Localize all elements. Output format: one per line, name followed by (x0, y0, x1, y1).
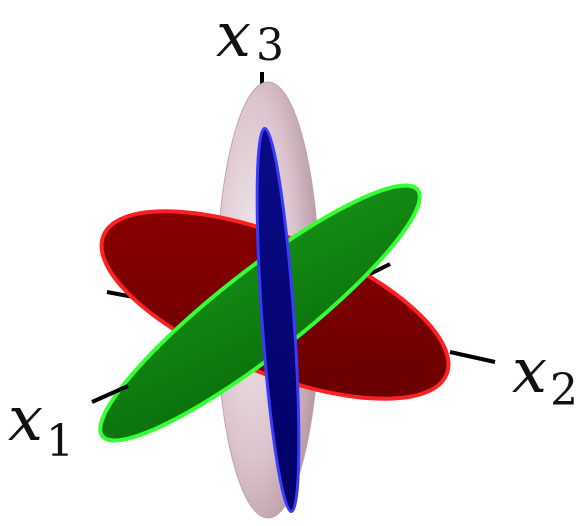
svg-text:x: x (512, 334, 547, 407)
svg-text:1: 1 (46, 416, 74, 467)
svg-text:2: 2 (550, 365, 578, 416)
x3-label: x 3 (216, 0, 284, 71)
svg-text:x: x (216, 0, 251, 71)
x1-label: x 1 (8, 382, 74, 467)
svg-text:x: x (8, 382, 43, 455)
x2-label: x 2 (512, 334, 578, 416)
x2-axis-front-line (450, 352, 495, 362)
svg-text:3: 3 (256, 20, 284, 71)
